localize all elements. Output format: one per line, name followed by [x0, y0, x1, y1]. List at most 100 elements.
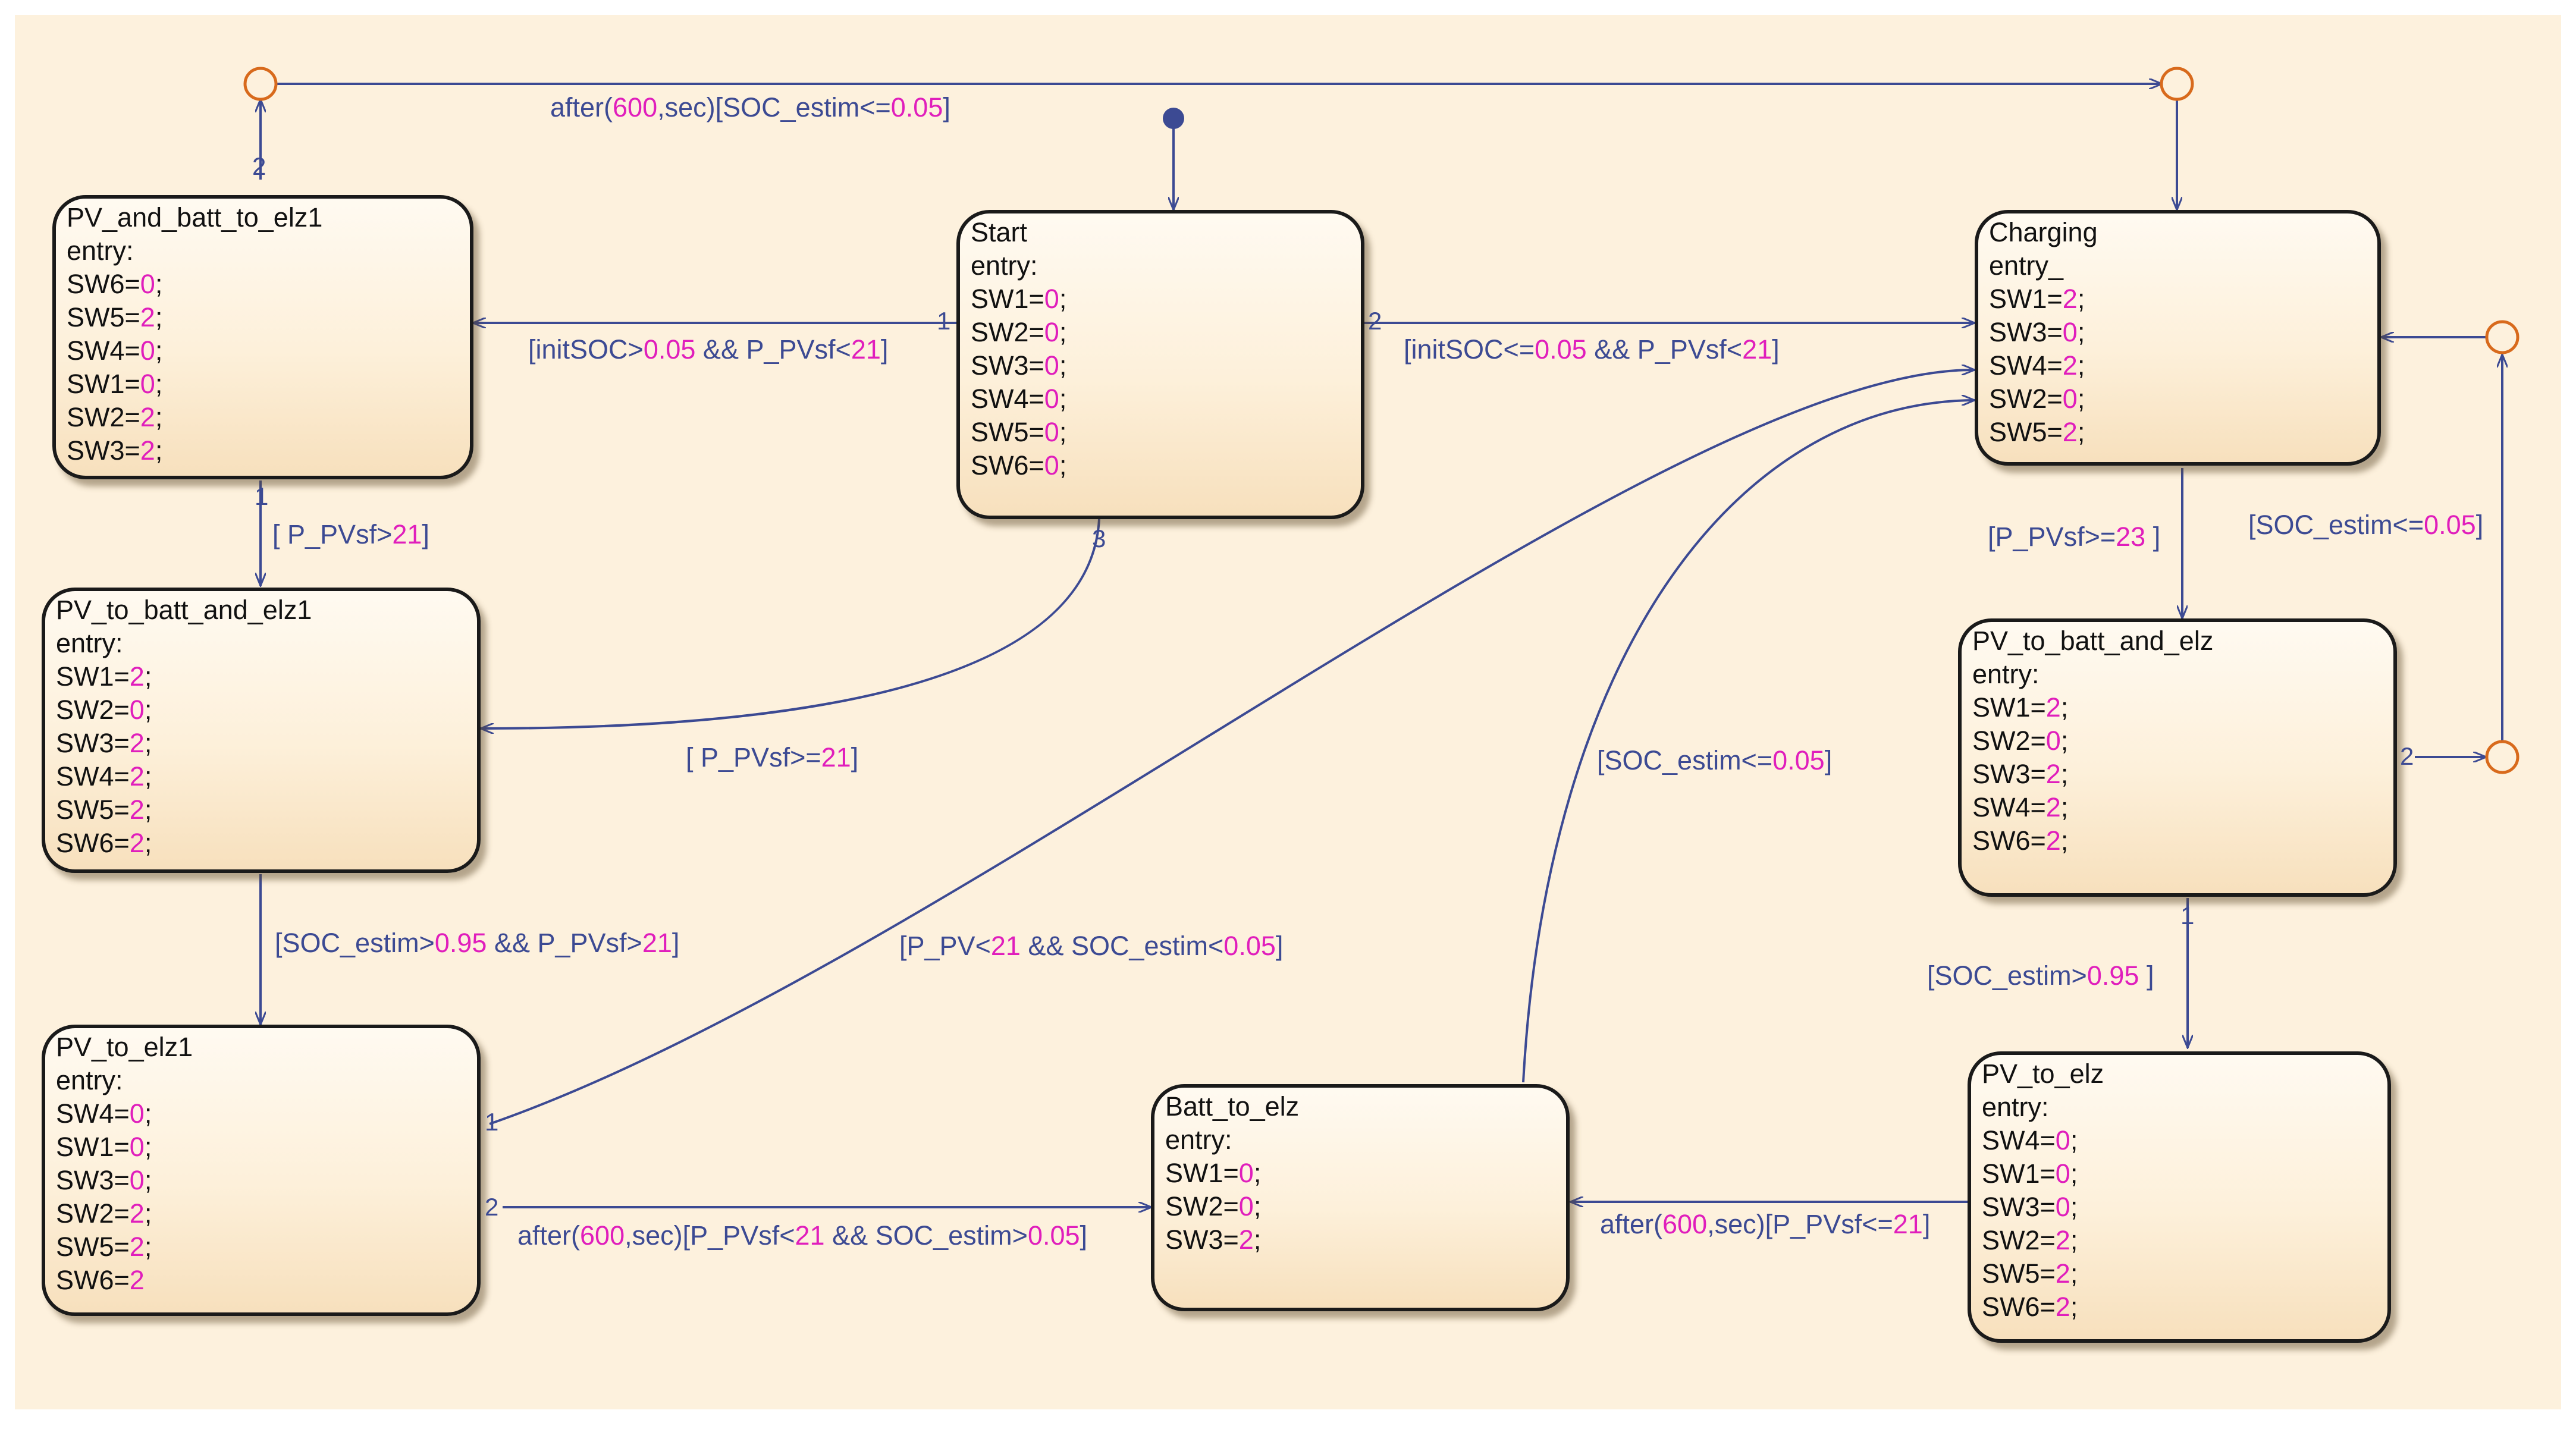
assignment-var: SW5= [56, 794, 130, 825]
order-pvbatt1-1: 1 [255, 482, 269, 510]
assignment-value: 2 [2045, 692, 2061, 723]
assignment-var: SW2= [1165, 1191, 1239, 1221]
assignment-var: SW4= [56, 1098, 130, 1129]
assignment-var: SW6= [67, 269, 140, 299]
assignment-line: SW4=2; [56, 760, 477, 793]
assignment-line: SW5=2; [67, 301, 470, 334]
state-title: PV_to_batt_and_elz [1972, 626, 2214, 656]
assignment-value: 0 [1044, 350, 1059, 381]
entry-label: entry_ [1989, 250, 2064, 281]
label-text: ] [1080, 1220, 1088, 1251]
label-pvbatt1-to-pvtobatt1[interactable]: [ P_PVsf>21] [272, 519, 429, 550]
assignment-semicolon: ; [1059, 350, 1067, 381]
label-pvtoelz1-to-charging[interactable]: [P_PV<21 && SOC_estim<0.05] [899, 931, 1283, 962]
assignment-var: SW3= [67, 435, 140, 466]
state-title: Batt_to_elz [1165, 1091, 1300, 1122]
label-number: 21 [851, 334, 881, 365]
label-pvtoelz-to-batt[interactable]: after(600,sec)[P_PVsf<=21] [1600, 1209, 1930, 1240]
assignment-semicolon: ; [2077, 350, 2085, 381]
assignment-semicolon: ; [144, 761, 152, 792]
assignment-var: SW3= [1982, 1192, 2056, 1222]
label-top-after[interactable]: after(600,sec)[SOC_estim<=0.05] [550, 92, 950, 123]
label-text: after( [517, 1220, 581, 1251]
assignment-var: SW3= [1972, 759, 2046, 789]
label-number: 21 [795, 1220, 825, 1251]
assignment-line: SW5=2; [1989, 416, 2377, 449]
assignment-var: SW2= [56, 1198, 130, 1229]
assignment-semicolon: ; [2060, 692, 2069, 723]
label-text: && SOC_estim< [1020, 931, 1224, 961]
assignment-line: SW3=0; [1982, 1191, 2387, 1224]
assignment-semicolon: ; [2077, 384, 2085, 414]
label-number: 0.05 [1223, 931, 1276, 961]
assignment-var: SW2= [971, 317, 1044, 347]
label-text: ] [880, 334, 889, 365]
assignment-line: SW3=2; [56, 727, 477, 760]
label-start-to-pvbatt1[interactable]: [initSOC>0.05 && P_PVsf<21] [528, 334, 888, 365]
assignment-value: 0 [1238, 1158, 1254, 1188]
label-number: 0.95 [434, 928, 487, 958]
label-pvtobatt-to-pvtoelz[interactable]: [SOC_estim>0.95 ] [1927, 960, 2154, 991]
entry-label: entry: [56, 628, 123, 658]
assignment-semicolon: ; [144, 828, 152, 858]
label-pvtobatt-to-charging[interactable]: [SOC_estim<=0.05] [2248, 510, 2483, 541]
assignment-var: SW4= [56, 761, 130, 792]
assignment-semicolon: ; [1059, 384, 1067, 414]
assignment-value: 2 [140, 302, 155, 332]
assignment-value: 0 [1044, 384, 1059, 414]
label-text: && SOC_estim> [824, 1220, 1028, 1251]
assignment-semicolon: ; [1059, 450, 1067, 480]
assignment-value: 2 [140, 402, 155, 432]
assignment-line: SW2=2; [56, 1197, 477, 1230]
state-title: PV_to_elz [1982, 1059, 2104, 1089]
label-start-to-charging[interactable]: [initSOC<=0.05 && P_PVsf<21] [1404, 334, 1780, 365]
label-charging-to-pvtobatt[interactable]: [P_PVsf>=23 ] [1988, 522, 2160, 552]
assignment-var: SW4= [971, 384, 1044, 414]
assignment-value: 0 [140, 369, 155, 399]
label-number: 0.05 [643, 334, 696, 365]
order-pvtb-1: 1 [2180, 902, 2195, 929]
assignment-line: SW4=2; [1972, 791, 2393, 824]
assignment-var: SW4= [1982, 1125, 2056, 1155]
assignment-semicolon: ; [2070, 1258, 2078, 1289]
assignment-line: SW1=0; [971, 282, 1361, 316]
label-number: 600 [613, 92, 658, 123]
label-pvtobatt1-to-pvtoelz1[interactable]: [SOC_estim>0.95 && P_PVsf>21] [275, 928, 679, 959]
assignment-line: SW2=0; [1972, 724, 2393, 758]
order-elz1-2: 2 [485, 1193, 499, 1221]
entry-label: entry: [971, 250, 1038, 281]
assignment-semicolon: ; [2077, 284, 2085, 314]
assignment-line: SW3=2; [67, 434, 470, 467]
assignment-line: SW4=0; [67, 334, 470, 368]
label-pvtoelz1-to-batt[interactable]: after(600,sec)[P_PVsf<21 && SOC_estim>0.… [517, 1220, 1087, 1251]
assignment-semicolon: ; [1253, 1224, 1262, 1255]
assignment-var: SW4= [67, 335, 140, 366]
label-text: ] [1275, 931, 1284, 961]
assignment-value: 0 [1044, 284, 1059, 314]
assignment-line: SW3=0; [56, 1164, 477, 1197]
label-text: ] [2145, 522, 2161, 552]
assignment-var: SW1= [67, 369, 140, 399]
assignment-semicolon: ; [1253, 1158, 1262, 1188]
label-text: [SOC_estim> [1927, 960, 2087, 991]
label-batt-to-charging[interactable]: [SOC_estim<=0.05] [1597, 745, 1832, 776]
label-number: 0.05 [890, 92, 943, 123]
assignment-value: 0 [129, 1098, 145, 1129]
label-text: ] [943, 92, 950, 123]
assignment-var: SW4= [1972, 792, 2046, 822]
label-text: [initSOC<= [1404, 334, 1535, 365]
assignment-value: 2 [2062, 350, 2078, 381]
order-start-2: 2 [1368, 307, 1382, 335]
label-start-to-pvtobatt1[interactable]: [ P_PVsf>=21] [686, 742, 858, 773]
assignment-semicolon: ; [1059, 317, 1067, 347]
label-text: ] [1922, 1209, 1931, 1239]
assignment-semicolon: ; [155, 302, 163, 332]
